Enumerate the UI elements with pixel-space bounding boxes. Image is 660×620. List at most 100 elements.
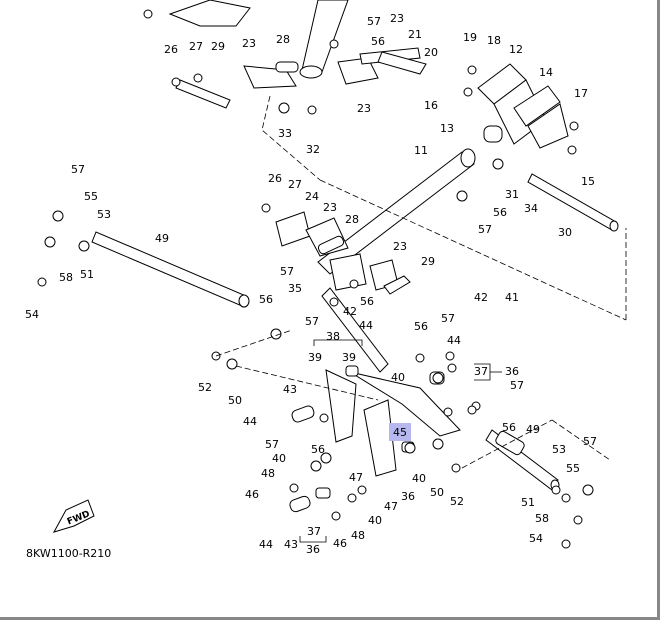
callout-16: 16 [424,99,438,112]
callout-36: 36 [401,490,415,503]
callout-55: 55 [566,462,580,475]
callout-36: 36 [505,365,519,378]
callout-36: 36 [306,543,320,556]
callout-57: 57 [441,312,455,325]
callout-55: 55 [84,190,98,203]
callout-54: 54 [529,532,543,545]
callout-52: 52 [450,495,464,508]
callout-56: 56 [502,421,516,434]
callout-51: 51 [521,496,535,509]
callout-53: 53 [552,443,566,456]
upper-left-linkage [168,0,427,109]
callout-56: 56 [414,320,428,333]
callout-58: 58 [59,271,73,284]
callout-24: 24 [305,190,319,203]
callout-39: 39 [308,351,322,364]
callout-12: 12 [509,43,523,56]
callout-21: 21 [408,28,422,41]
callout-40: 40 [412,472,426,485]
callout-29: 29 [211,40,225,53]
callout-50: 50 [228,394,242,407]
callout-51: 51 [80,268,94,281]
callout-57: 57 [71,163,85,176]
callout-46: 46 [245,488,259,501]
callout-13: 13 [440,122,454,135]
callout-57: 57 [478,223,492,236]
bottom-border [0,617,660,620]
callout-57: 57 [510,379,524,392]
callout-23: 23 [323,201,337,214]
callout-57: 57 [367,15,381,28]
diagram-code: 8KW1100-R210 [26,547,111,560]
callout-48: 48 [261,467,275,480]
callout-30: 30 [558,226,572,239]
callout-41: 41 [505,291,519,304]
callout-43: 43 [283,383,297,396]
callout-49: 49 [155,232,169,245]
callout-34: 34 [524,202,538,215]
callout-56: 56 [259,293,273,306]
callout-54: 54 [25,308,39,321]
callout-labels: 23 57 56 21 19 18 12 20 14 17 16 26 27 2… [25,12,597,556]
callout-47: 47 [384,500,398,513]
callout-27: 27 [189,40,203,53]
callout-44: 44 [447,334,461,347]
highlighted-callout[interactable]: 45 [389,423,411,441]
callout-23: 23 [393,240,407,253]
callout-49: 49 [526,423,540,436]
callout-56: 56 [493,206,507,219]
callout-18: 18 [487,34,501,47]
callout-37: 37 [307,525,321,538]
callout-56: 56 [311,443,325,456]
callout-20: 20 [424,46,438,59]
callout-35: 35 [288,282,302,295]
callout-58: 58 [535,512,549,525]
right-border [657,0,660,620]
callout-11: 11 [414,144,428,157]
callout-57: 57 [280,265,294,278]
callout-48: 48 [351,529,365,542]
callout-26: 26 [164,43,178,56]
callout-47: 47 [349,471,363,484]
fasteners [37,9,594,549]
left-link-rod [91,231,250,308]
top-right-bracket [477,63,569,149]
callout-28: 28 [276,33,290,46]
callout-40: 40 [391,371,405,384]
callout-39: 39 [342,351,356,364]
steering-column-tube [299,0,349,79]
callout-43: 43 [284,538,298,551]
callout-57: 57 [265,438,279,451]
alignment-lines [215,95,627,469]
callout-32: 32 [306,143,320,156]
callout-37: 37 [474,365,488,378]
callout-50: 50 [430,486,444,499]
callout-23: 23 [357,102,371,115]
callout-56: 56 [371,35,385,48]
callout-17: 17 [574,87,588,100]
callout-42: 42 [474,291,488,304]
callout-45[interactable]: 45 [393,426,407,439]
callout-42: 42 [343,305,357,318]
callout-19: 19 [463,31,477,44]
callout-53: 53 [97,208,111,221]
callout-14: 14 [539,66,553,79]
center-linkage [275,211,525,513]
callout-52: 52 [198,381,212,394]
callout-44: 44 [359,319,373,332]
callout-46: 46 [333,537,347,550]
right-top-rod [527,173,619,232]
callout-44: 44 [243,415,257,428]
callout-56: 56 [360,295,374,308]
callout-27: 27 [288,178,302,191]
main-cross-shaft [317,148,476,275]
callout-40: 40 [368,514,382,527]
callout-33: 33 [278,127,292,140]
callout-23: 23 [242,37,256,50]
callout-26: 26 [268,172,282,185]
fwd-arrow-icon: FWD [52,499,95,533]
callout-28: 28 [345,213,359,226]
callout-15: 15 [581,175,595,188]
callout-57: 57 [305,315,319,328]
